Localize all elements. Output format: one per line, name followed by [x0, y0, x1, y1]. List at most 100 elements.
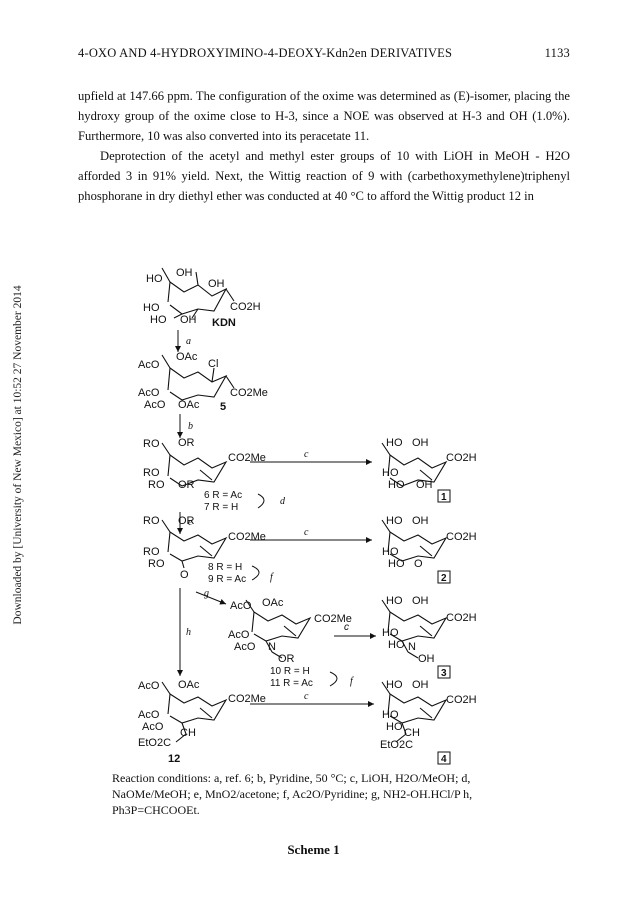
- label-kdn: KDN: [212, 317, 236, 329]
- scheme-label: HO: [143, 302, 160, 314]
- paragraph-1: upfield at 147.66 ppm. The configuration…: [78, 89, 570, 143]
- running-head-title: 4-OXO AND 4-HYDROXYIMINO-4-DEOXY-Kdn2en …: [78, 46, 453, 60]
- scheme-label: AcO: [138, 387, 160, 399]
- scheme-label: CH: [404, 727, 420, 739]
- scheme-label: CO2H: [230, 301, 261, 313]
- scheme-label: HO: [386, 679, 403, 691]
- scheme-label: 10 R = H: [270, 666, 310, 677]
- scheme-label: HO: [388, 558, 405, 570]
- scheme-label: a: [186, 336, 191, 347]
- structure-product-3: HO OH CO2H HO HO N OH 3: [381, 595, 477, 679]
- scheme-label: OAc: [178, 679, 200, 691]
- scheme-label: AcO: [234, 641, 256, 653]
- scheme-label: RO: [143, 467, 160, 479]
- scheme-label: c: [304, 527, 309, 538]
- scheme-label: RO: [143, 515, 160, 527]
- scheme-label: OAc: [178, 399, 200, 411]
- scheme-label: HO: [146, 273, 163, 285]
- scheme-label: OR: [178, 479, 195, 491]
- structure-10-11: AcO OAc CO2Me c AcO AcO N OR 10 R = H 11…: [228, 597, 354, 689]
- structure-5: AcO OAc Cl CO2Me AcO AcO OAc 5: [138, 351, 268, 413]
- scheme-label: CH: [180, 727, 196, 739]
- scheme-label: OR: [278, 653, 295, 665]
- scheme-label: HO: [386, 721, 403, 733]
- scheme-label: f: [270, 572, 274, 583]
- scheme-label: OH: [418, 653, 435, 665]
- scheme-label: OH: [416, 479, 433, 491]
- page-number: 1133: [544, 46, 570, 60]
- scheme-label: EtO2C: [138, 737, 171, 749]
- scheme-label: N: [268, 641, 276, 653]
- scheme-label: 12: [168, 753, 180, 765]
- scheme-label: AcO: [138, 709, 160, 721]
- scheme-label: AcO: [228, 629, 250, 641]
- structure-6-7: RO OR CO2Me RO RO OR 6 R = Ac 7 R = H d: [143, 437, 286, 513]
- scheme-label: CO2Me: [228, 531, 266, 543]
- scheme-label: HO: [382, 546, 399, 558]
- scheme-label: HO: [386, 437, 403, 449]
- structure-kdn: HO OH OH CO2H HO HO OH KDN: [143, 267, 261, 329]
- scheme-label: CO2H: [446, 452, 477, 464]
- scheme-label: 11 R = Ac: [270, 678, 313, 689]
- scheme-label: OH: [208, 278, 225, 290]
- scheme-label: 7 R = H: [204, 502, 238, 513]
- scheme-label: HO: [388, 639, 405, 651]
- scheme-label: OH: [180, 314, 197, 326]
- scheme-label: CO2H: [446, 531, 477, 543]
- scheme-label: AcO: [138, 359, 160, 371]
- scheme-label: 6 R = Ac: [204, 490, 242, 501]
- scheme-label: EtO2C: [380, 739, 413, 751]
- scheme-label: c: [344, 622, 349, 633]
- scheme-label: RO: [148, 479, 165, 491]
- scheme-label: g: [204, 588, 209, 599]
- scheme-label: 9 R = Ac: [208, 574, 246, 585]
- scheme-label: AcO: [142, 721, 164, 733]
- scheme-label: 5: [220, 401, 226, 413]
- scheme-label: RO: [148, 558, 165, 570]
- scheme-label: 3: [441, 668, 447, 679]
- reaction-conditions: Reaction conditions: a, ref. 6; b, Pyrid…: [112, 771, 473, 817]
- scheme-label: Cl: [208, 358, 218, 370]
- scheme-label: 2: [441, 573, 447, 584]
- paragraph-2: Deprotection of the acetyl and methyl es…: [78, 149, 570, 203]
- scheme-label: 4: [441, 754, 447, 765]
- structure-12: AcO OAc CO2Me AcO AcO CH EtO2C 12: [138, 679, 266, 765]
- scheme-label: AcO: [138, 680, 160, 692]
- scheme-label: OH: [176, 267, 193, 279]
- structure-product-2: HO OH CO2H HO HO O 2: [381, 515, 477, 584]
- scheme-label: RO: [143, 546, 160, 558]
- scheme-label: f: [350, 676, 354, 687]
- scheme-label: RO: [143, 438, 160, 450]
- scheme-label: AcO: [144, 399, 166, 411]
- scheme-label: 1: [441, 492, 447, 503]
- scheme-label: OAc: [176, 351, 198, 363]
- structure-8-9: RO OR CO2Me RO RO O 8 R = H 9 R = Ac f: [143, 515, 274, 585]
- scheme-label: h: [186, 627, 191, 638]
- scheme-label: O: [414, 558, 423, 570]
- scheme-label: OH: [412, 437, 429, 449]
- scheme-label: e: [188, 517, 193, 528]
- scheme-label: HO: [388, 479, 405, 491]
- scheme-label: CO2Me: [314, 613, 352, 625]
- scheme-label: CO2Me: [228, 693, 266, 705]
- scheme-label: HO: [382, 709, 399, 721]
- scheme-label: HO: [386, 515, 403, 527]
- scheme-label: CO2Me: [228, 452, 266, 464]
- scheme-label: N: [408, 641, 416, 653]
- structure-product-1: HO OH CO2H HO HO OH 1: [381, 437, 477, 503]
- scheme-label: AcO: [230, 600, 252, 612]
- structure-product-4: HO OH CO2H HO HO CH EtO2C 4: [380, 679, 477, 765]
- scheme-label: c: [304, 449, 309, 460]
- scheme-caption: Scheme 1: [287, 842, 340, 857]
- scheme-label: HO: [382, 467, 399, 479]
- scheme-label: O: [180, 569, 189, 581]
- body-text: upfield at 147.66 ppm. The configuration…: [78, 86, 570, 206]
- scheme-label: OH: [412, 595, 429, 607]
- scheme-label: OR: [178, 515, 195, 527]
- scheme-label: OH: [412, 679, 429, 691]
- scheme-label: HO: [150, 314, 167, 326]
- scheme-label: 8 R = H: [208, 562, 242, 573]
- scheme-label: OH: [412, 515, 429, 527]
- scheme-label: b: [188, 421, 193, 432]
- scheme-label: HO: [386, 595, 403, 607]
